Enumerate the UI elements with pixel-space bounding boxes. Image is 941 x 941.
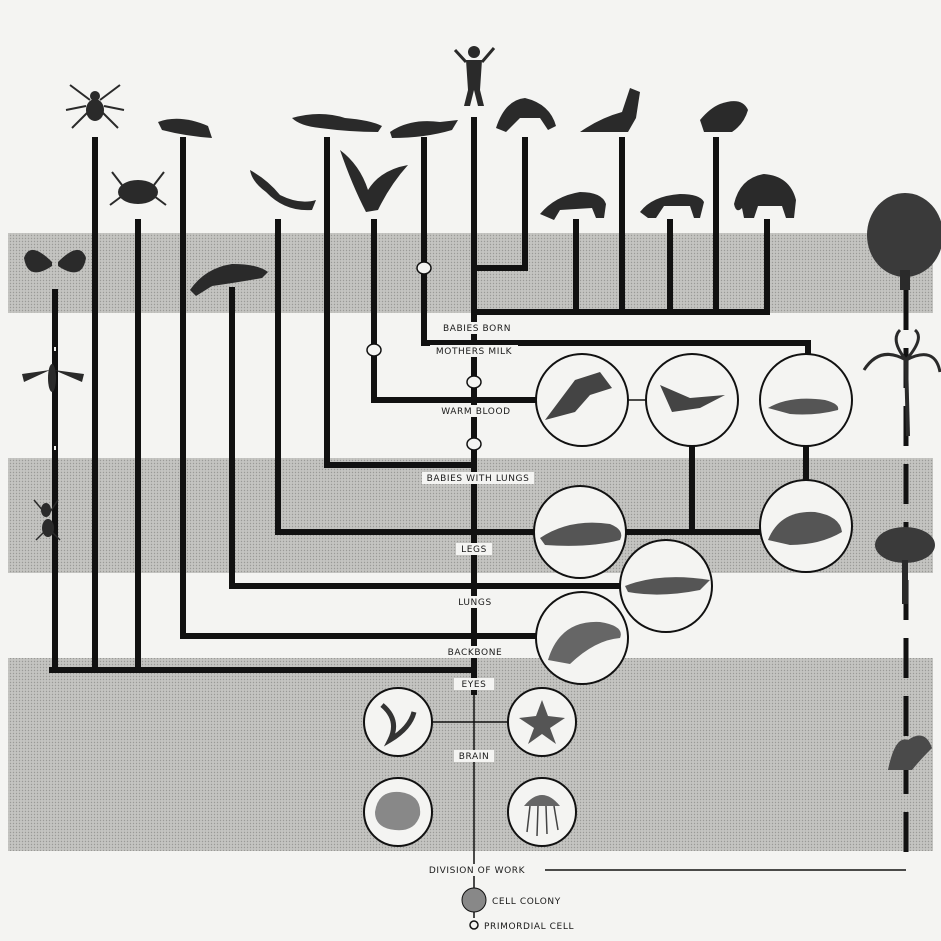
label-brain: BRAIN xyxy=(459,752,490,762)
platypus-icon xyxy=(390,120,458,138)
lizard-icon xyxy=(250,170,316,211)
crab-icon xyxy=(109,171,167,206)
early-reptile-icon xyxy=(540,522,622,546)
salamander-icon xyxy=(190,264,268,296)
early-reptile-circle xyxy=(533,485,627,579)
ant-icon xyxy=(33,499,61,541)
label-primordial-cell: PRIMORDIAL CELL xyxy=(484,922,574,932)
label-eyes: EYES xyxy=(462,680,487,690)
early-mammal-icon xyxy=(768,398,839,415)
jawless-fish-icon xyxy=(548,621,621,664)
jawless-fish-circle xyxy=(535,591,629,685)
sponge-icon xyxy=(375,791,421,831)
early-mammal-circle xyxy=(759,353,853,447)
label-mothers-milk: MOTHERS MILK xyxy=(436,347,513,357)
eagle-icon xyxy=(340,150,408,212)
jellyfish-icon xyxy=(524,795,560,806)
ape-icon xyxy=(496,98,556,132)
lobefin-fish-circle xyxy=(619,539,713,633)
jellyfish-circle xyxy=(507,777,577,847)
label-cell-colony: CELL COLONY xyxy=(492,897,561,907)
worm-icon xyxy=(380,703,417,747)
egg-icon xyxy=(466,375,482,389)
alligator-icon xyxy=(292,114,382,132)
primordial-cell-icon xyxy=(469,920,479,930)
cell-colony-icon xyxy=(461,887,487,913)
trunk-labels: BABIES BORN MOTHERS MILK WARM BLOOD BABI… xyxy=(410,322,574,932)
lion-icon xyxy=(540,192,606,220)
pterosaur-circle xyxy=(645,353,739,447)
label-warm-blood: WARM BLOOD xyxy=(441,407,510,417)
plant-icons xyxy=(862,193,941,770)
fish-icon xyxy=(158,118,212,138)
label-babies-with-lungs: BABIES WITH LUNGS xyxy=(427,474,530,484)
worm-circle xyxy=(363,687,433,757)
label-lungs: LUNGS xyxy=(458,598,492,608)
starfish-icon xyxy=(519,700,565,744)
oak-tree-icon xyxy=(867,193,941,290)
lineage-lines xyxy=(49,117,811,695)
egg-markers xyxy=(366,261,482,451)
spider-icon xyxy=(65,84,125,129)
squirrel-icon xyxy=(700,101,748,132)
egg-icon xyxy=(466,437,482,451)
seaweed-icon xyxy=(888,735,932,770)
thin-lines xyxy=(430,399,906,918)
wasp-icon xyxy=(22,364,84,392)
human-icon xyxy=(453,46,496,106)
starfish-circle xyxy=(507,687,577,757)
cynodont-icon xyxy=(768,511,842,545)
archaeopteryx-circle xyxy=(535,353,629,447)
label-babies-born: BABIES BORN xyxy=(443,324,511,334)
kangaroo-icon xyxy=(580,88,640,132)
palm-tree-icon xyxy=(862,328,941,436)
animal-icons xyxy=(22,46,796,541)
cow-icon xyxy=(640,194,704,218)
label-legs: LEGS xyxy=(461,545,487,555)
elephant-icon xyxy=(734,174,796,218)
flat-tree-icon xyxy=(875,527,935,604)
egg-icon xyxy=(366,343,382,357)
egg-icon xyxy=(416,261,432,275)
label-backbone: BACKBONE xyxy=(448,648,503,658)
cynodont-circle xyxy=(759,479,853,573)
ancestor-circles xyxy=(363,353,853,847)
shaded-band-top xyxy=(8,233,933,313)
butterfly-icon xyxy=(24,249,86,273)
archaeopteryx-icon xyxy=(545,372,612,420)
label-division-of-work: DIVISION OF WORK xyxy=(429,866,526,876)
pterosaur-icon xyxy=(660,385,725,412)
sponge-circle xyxy=(363,777,433,847)
lobefin-fish-icon xyxy=(625,577,710,595)
